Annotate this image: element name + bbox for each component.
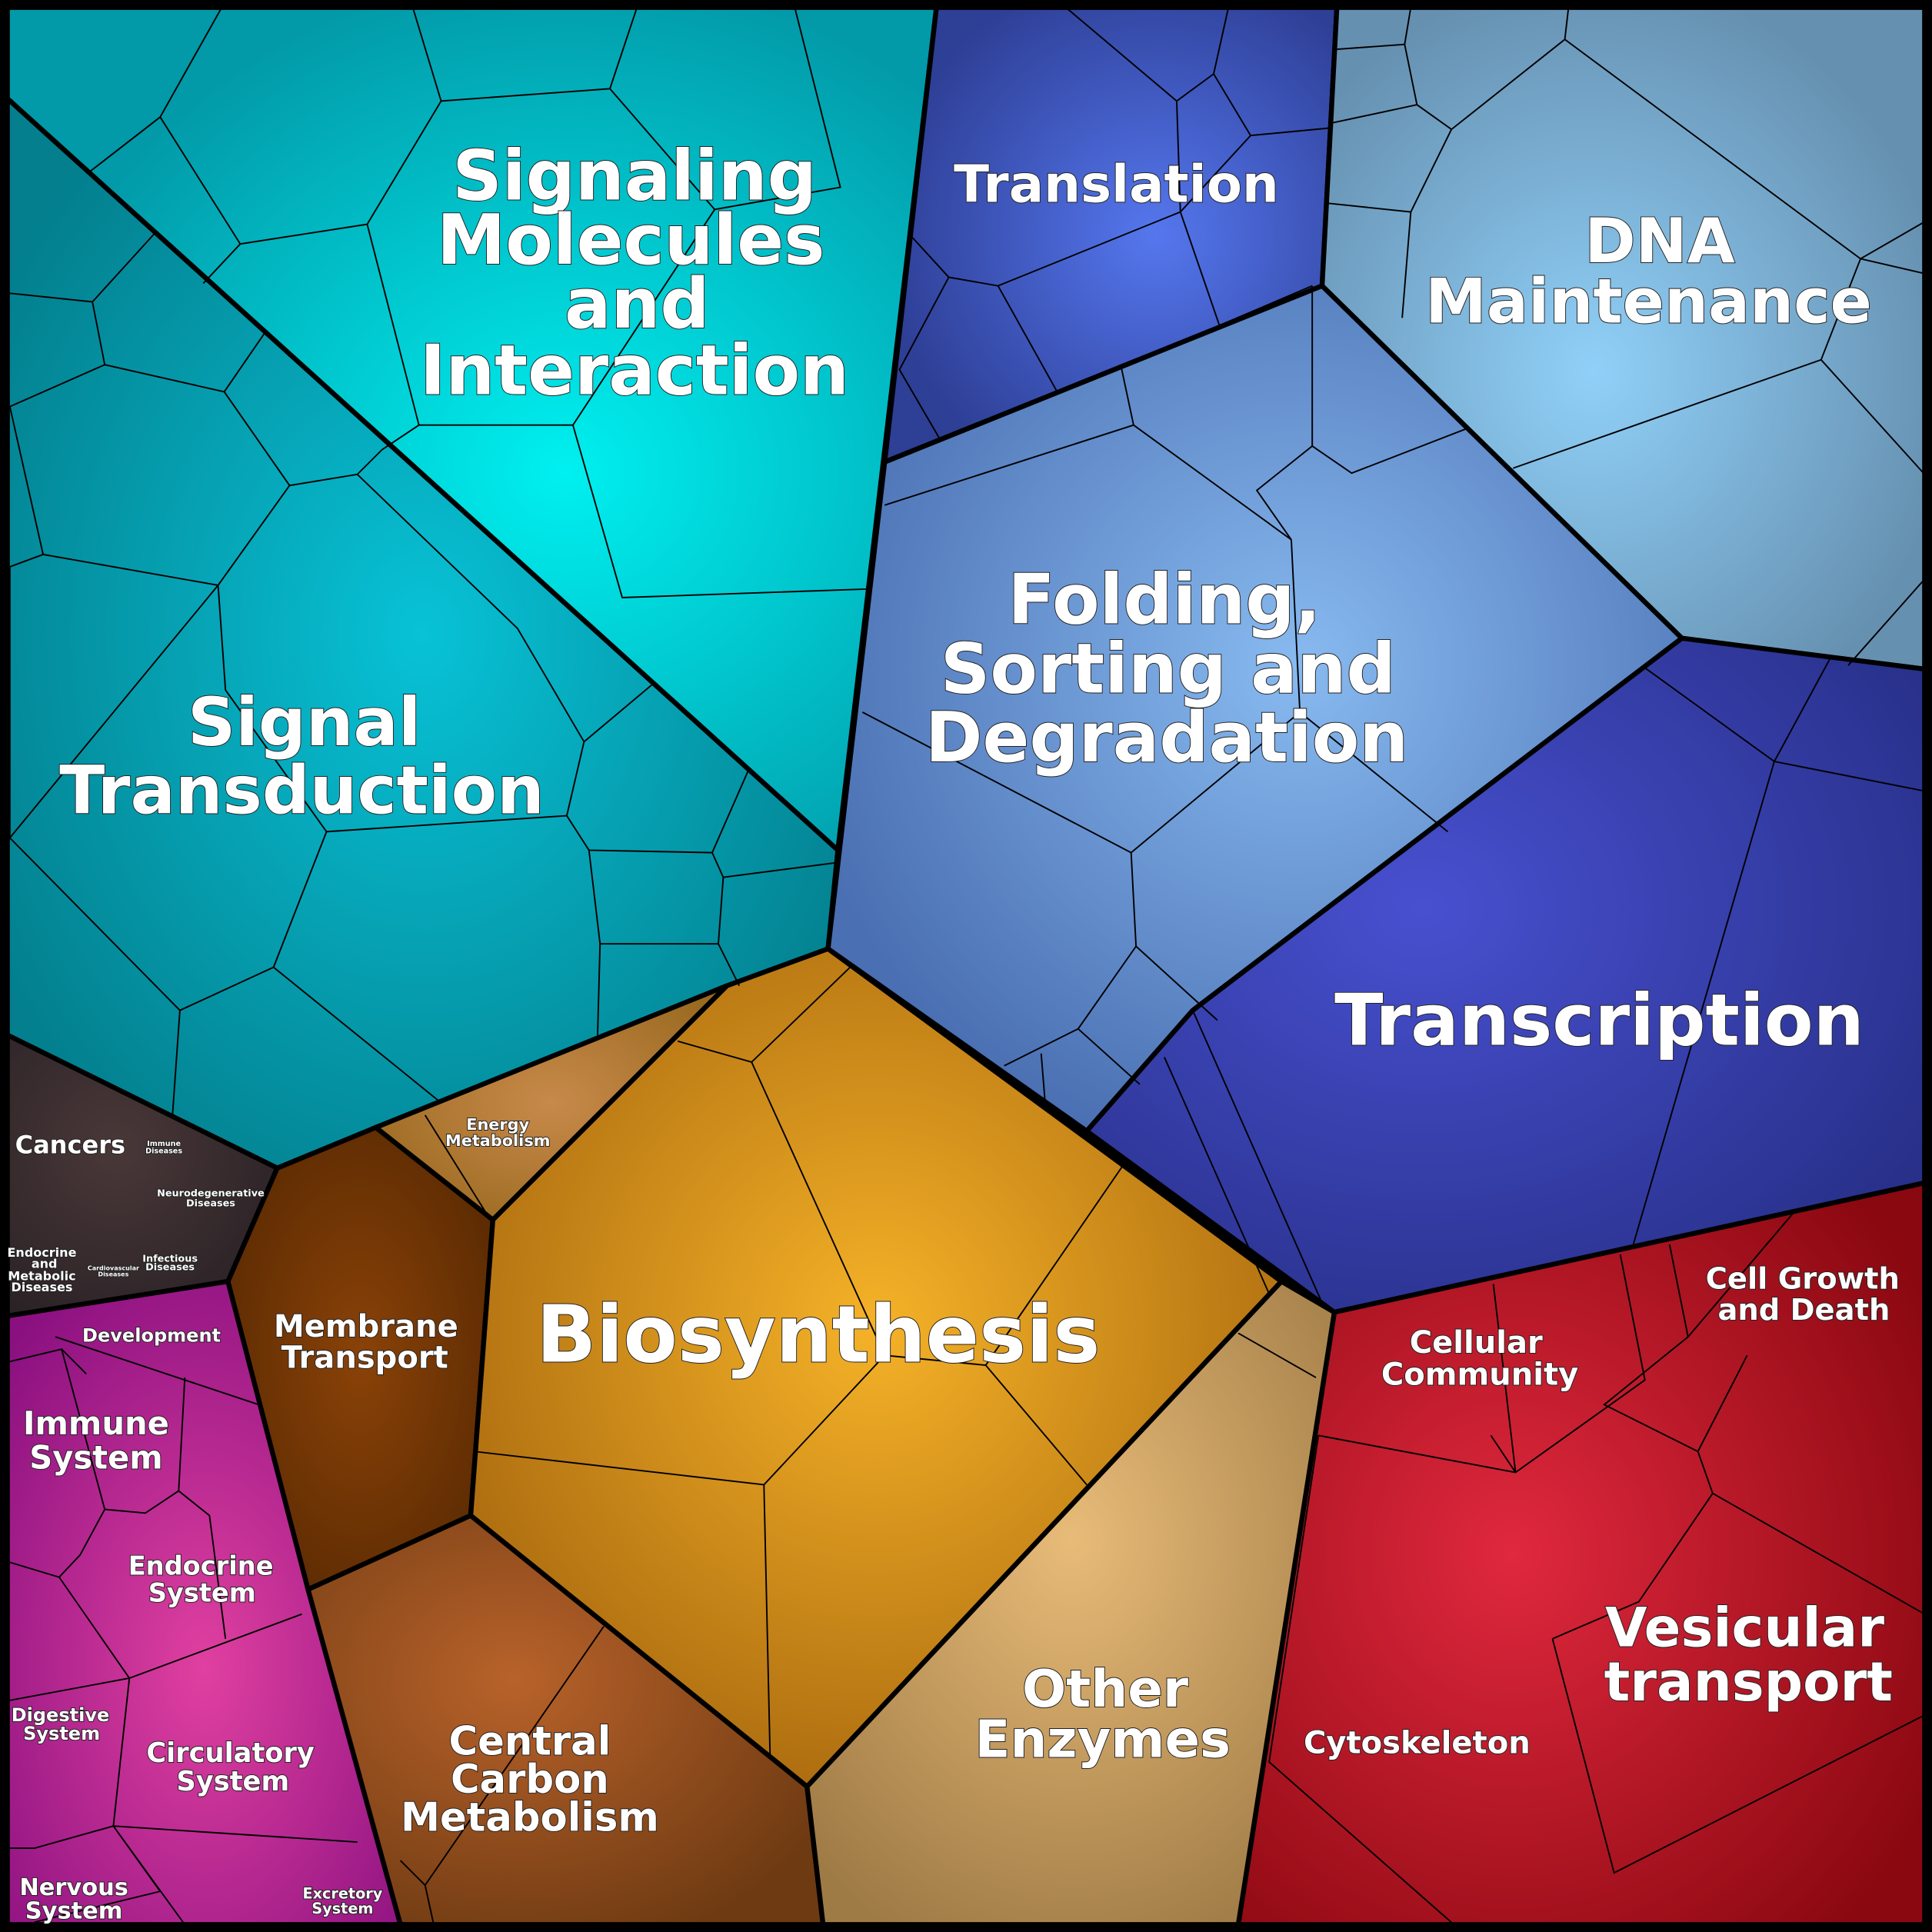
label-cancers: Cancers <box>15 1131 126 1160</box>
label-translation: Translation <box>954 155 1279 215</box>
label-development: Development <box>82 1325 221 1347</box>
regions <box>5 5 1927 1927</box>
label-transcription: Transcription <box>1334 979 1864 1062</box>
label-biosynthesis: Biosynthesis <box>536 1289 1100 1381</box>
sub-cell-borders <box>8 6 1926 1926</box>
label-cytoskeleton: Cytoskeleton <box>1304 1726 1531 1761</box>
